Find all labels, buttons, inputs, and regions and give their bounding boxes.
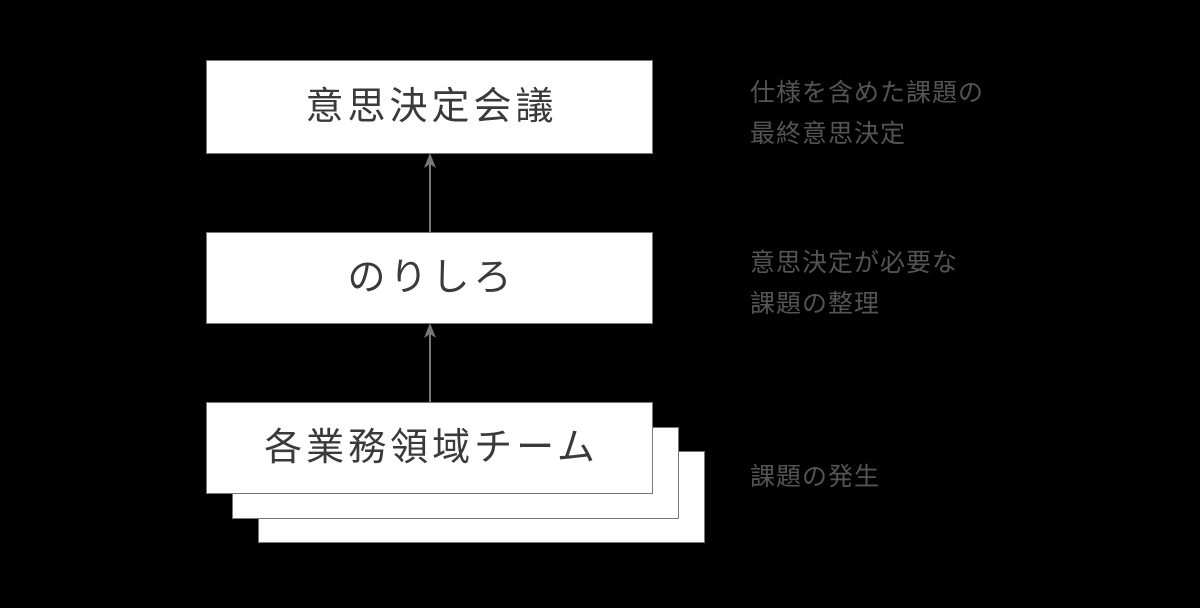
- arrow-up-icon: [424, 153, 436, 236]
- annotation-norishiro: 意思決定が必要な 課題の整理: [750, 249, 959, 318]
- node-business-teams-label: 各業務領域チーム: [264, 427, 599, 469]
- node-norishiro[interactable]: のりしろ: [206, 232, 653, 324]
- arrow-teams-to-norishiro: [414, 322, 446, 406]
- node-decision-meeting-label: 意思決定会議: [305, 86, 558, 128]
- arrow-up-icon: [424, 323, 436, 406]
- node-decision-meeting[interactable]: 意思決定会議: [206, 60, 653, 154]
- annotation-business-teams: 課題の発生: [750, 463, 881, 491]
- node-norishiro-label: のりしろ: [347, 257, 516, 299]
- node-business-teams[interactable]: 各業務領域チーム: [206, 402, 653, 494]
- arrow-norishiro-to-decision-meeting: [414, 152, 446, 236]
- annotation-decision-meeting: 仕様を含めた課題の 最終意思決定: [750, 79, 985, 148]
